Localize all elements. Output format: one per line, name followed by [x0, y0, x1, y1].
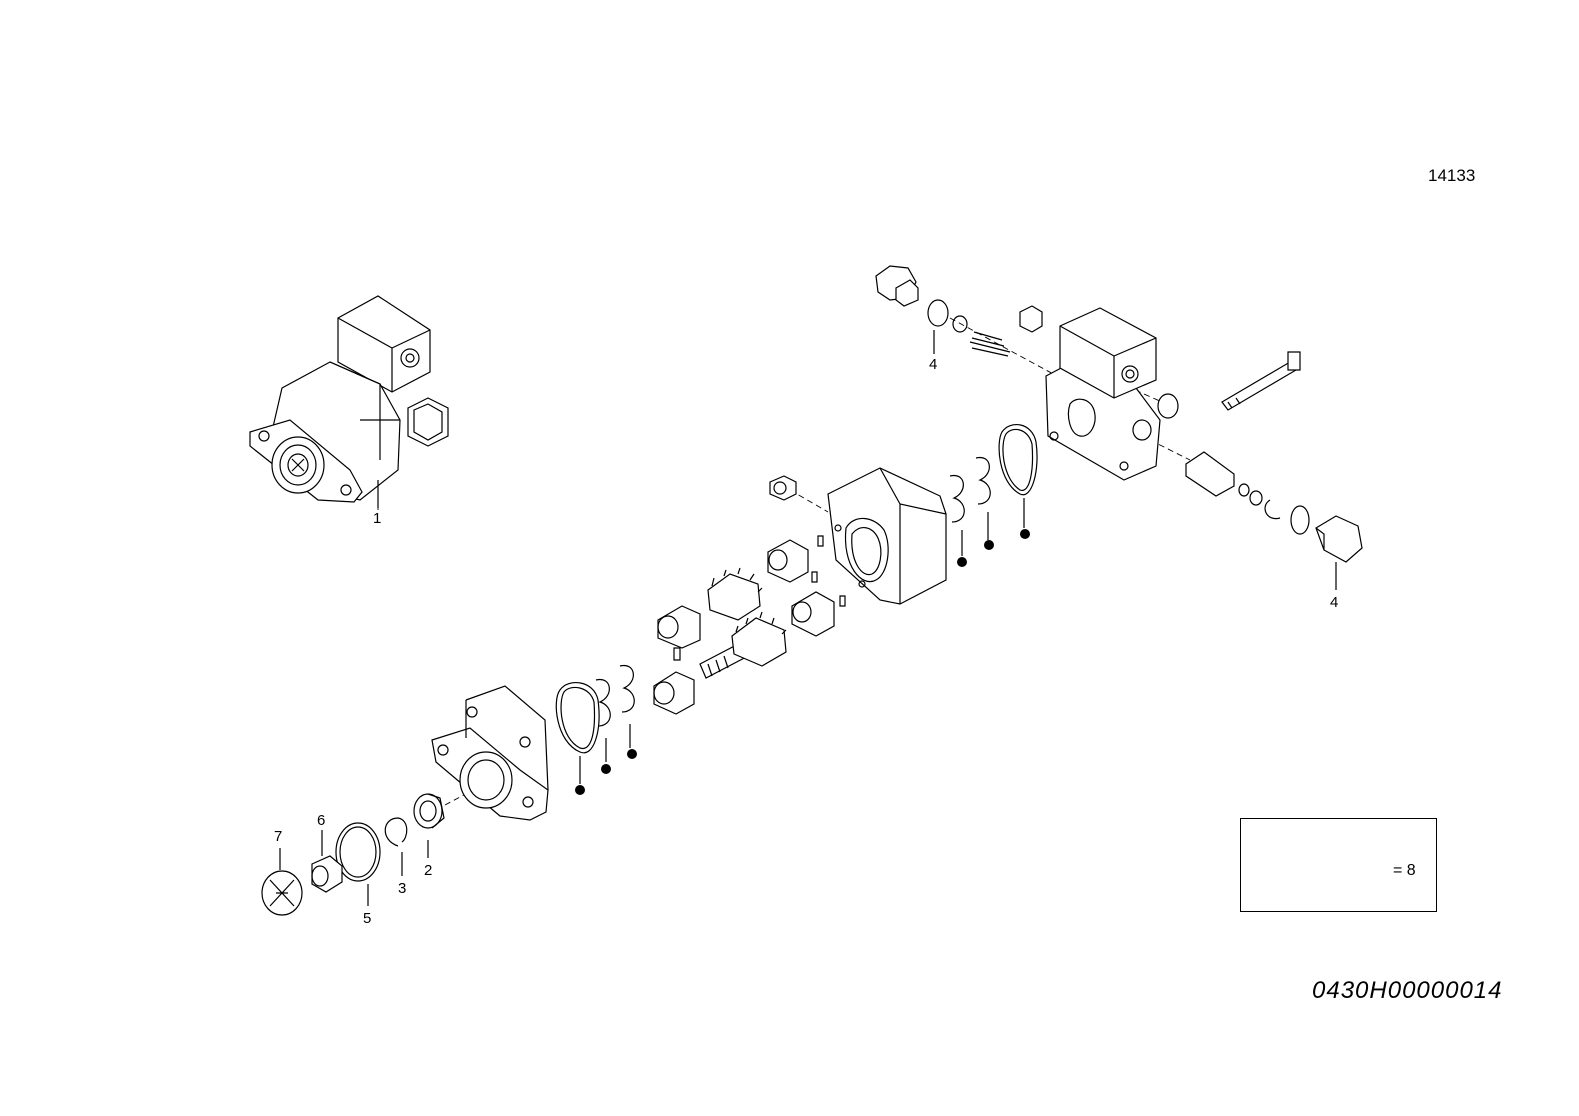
kit-dot: [984, 540, 994, 550]
assembled-pump: [250, 296, 448, 508]
callout-4-bottom: 4: [1330, 594, 1339, 611]
document-code: 0430H00000014: [1312, 977, 1503, 1004]
kit-markers: [575, 529, 1030, 795]
front-gasket: [556, 683, 599, 784]
o-ring: [336, 823, 380, 906]
legend-box: [1240, 818, 1437, 912]
pump-body: [828, 468, 946, 604]
drawing-number: 14133: [1428, 166, 1476, 185]
callout-4-top: 4: [929, 356, 938, 373]
coupling: [312, 830, 342, 892]
callout-7: 7: [274, 828, 283, 845]
kit-dot: [627, 749, 637, 759]
relief-valve-plug: [876, 266, 1010, 356]
rear-cover: [1020, 306, 1300, 480]
callout-6: 6: [317, 812, 326, 829]
front-wire-seals: [596, 665, 634, 762]
kit-dot: [601, 764, 611, 774]
callout-5: 5: [363, 910, 372, 927]
front-cover: [432, 686, 548, 820]
kit-dot: [575, 785, 585, 795]
legend-text: = 8: [1393, 862, 1416, 879]
cover-disc: [262, 848, 302, 915]
kit-dot: [1020, 529, 1030, 539]
callout-2: 2: [424, 862, 433, 879]
kit-dot: [957, 557, 967, 567]
rear-valve-parts: [1186, 452, 1362, 590]
shaft-seal: [414, 794, 444, 858]
callout-1: 1: [373, 510, 382, 527]
bushings-and-gears: [654, 476, 845, 714]
snap-ring: [385, 818, 407, 876]
rear-seals: [950, 425, 1037, 556]
callout-3: 3: [398, 880, 407, 897]
